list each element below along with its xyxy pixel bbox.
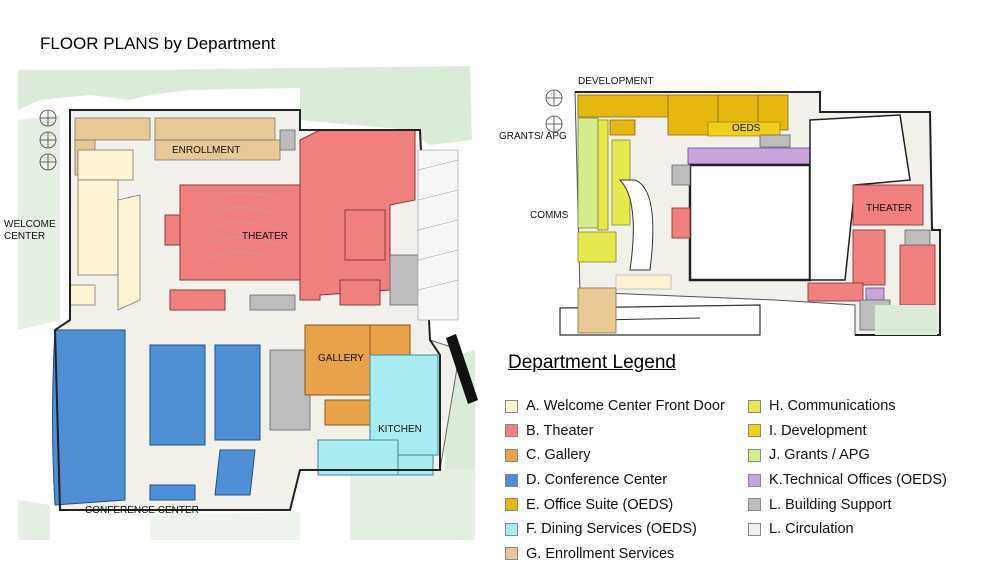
legend-item: K.Technical Offices (OEDS) [748, 468, 947, 493]
legend-item: E. Office Suite (OEDS) [505, 492, 725, 517]
legend-label: H. Communications [769, 398, 896, 415]
legend-label: I. Development [769, 422, 867, 439]
legend-swatch [505, 399, 518, 413]
legend-item: I. Development [748, 419, 947, 444]
welcome-center-label: WELCOME CENTER [4, 219, 56, 242]
legend-item: H. Communications [748, 394, 947, 419]
legend-label: L. Circulation [769, 521, 854, 538]
legend-item: B. Theater [505, 419, 725, 444]
grants-rooms [577, 117, 599, 229]
legend-item: L. Building Support [748, 492, 947, 517]
legend-label: J. Grants / APG [769, 447, 870, 464]
right-lawn [875, 305, 937, 335]
comms-label: COMMS [530, 210, 569, 221]
kitchen-label: KITCHEN [378, 424, 422, 435]
legend-item: L. Circulation [748, 517, 947, 542]
legend-column-2: H. Communications I. Development J. Grants… [748, 394, 947, 542]
development-label: DEVELOPMENT [578, 76, 654, 87]
legend-label: D. Conference Center [526, 472, 668, 489]
theater-left-label: THEATER [242, 231, 288, 242]
legend-label: A. Welcome Center Front Door [526, 398, 725, 415]
legend-item: C. Gallery [505, 443, 725, 468]
right-tree-symbols [545, 89, 563, 133]
legend-swatch [505, 424, 518, 438]
gallery-area [304, 324, 411, 426]
legend-item: G. Enrollment Services [505, 542, 725, 567]
grants-label: GRANTS/ APG [499, 131, 567, 142]
site-landscape [18, 66, 475, 540]
theater-right-area [671, 184, 936, 306]
legend-swatch [748, 473, 761, 487]
legend-label: E. Office Suite (OEDS) [526, 496, 674, 513]
welcome-center-rooms [69, 149, 141, 311]
oeds-label: OEDS [732, 123, 761, 134]
enrollment-rooms [74, 117, 281, 176]
legend-item: D. Conference Center [505, 468, 725, 493]
building-support-rooms [249, 129, 426, 431]
legend-swatch [748, 448, 761, 462]
communications-rooms [577, 119, 631, 263]
legend-swatch [748, 424, 761, 438]
theater-seating [204, 192, 281, 261]
enrollment-annex [577, 287, 617, 334]
legend-label: B. Theater [526, 422, 594, 439]
development-rooms [577, 94, 789, 136]
conference-center-rooms [52, 329, 261, 506]
legend-swatch [505, 473, 518, 487]
left-outer-walls [53, 109, 441, 511]
legend-label: K.Technical Offices (OEDS) [769, 472, 947, 489]
theater-right-label: THEATER [866, 203, 912, 214]
legend-label: L. Building Support [769, 496, 892, 513]
legend-label: G. Enrollment Services [526, 545, 675, 562]
legend-swatch [505, 498, 518, 512]
legend-swatch [505, 522, 518, 536]
conference-center-label: CONFERENCE CENTER [85, 505, 199, 516]
legend-swatch [748, 399, 761, 413]
legend-swatch [748, 498, 761, 512]
legend-label: F. Dining Services (OEDS) [526, 521, 697, 538]
legend-item: J. Grants / APG [748, 443, 947, 468]
main-hall [688, 163, 812, 282]
canopy-element [446, 334, 478, 404]
patio-hatch [417, 149, 459, 321]
legend-title: Department Legend [508, 352, 676, 373]
legend-swatch [505, 547, 518, 561]
enrollment-label: ENROLLMENT [172, 145, 241, 156]
theater-left-area [164, 129, 416, 311]
legend-item: F. Dining Services (OEDS) [505, 517, 725, 542]
tree-symbols [39, 109, 57, 171]
legend-swatch [748, 522, 761, 536]
legend-item: A. Welcome Center Front Door [505, 394, 725, 419]
gallery-label: GALLERY [318, 353, 364, 364]
legend-label: C. Gallery [526, 447, 591, 464]
curved-stair [618, 179, 654, 271]
page-title: FLOOR PLANS by Department [40, 34, 276, 53]
oeds-room [707, 121, 781, 137]
legend-swatch [505, 448, 518, 462]
